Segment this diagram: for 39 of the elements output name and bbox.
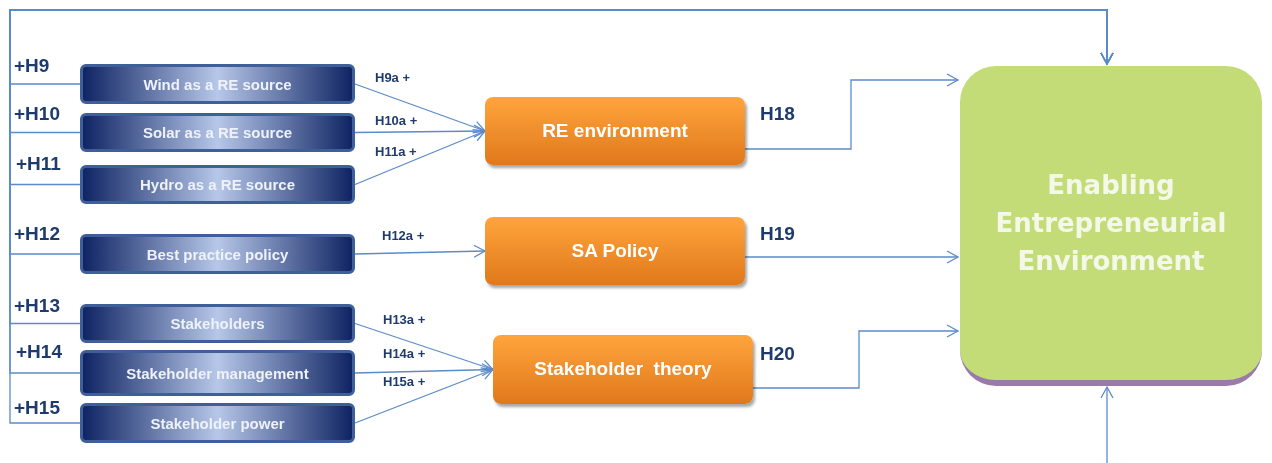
construct-box: RE environment — [485, 97, 745, 165]
factor-box: Best practice policy — [80, 234, 355, 274]
factor-box: Solar as a RE source — [80, 113, 355, 152]
arrow — [354, 322, 494, 373]
edge-label: +H12 — [14, 222, 60, 246]
factor-box: Hydro as a RE source — [80, 165, 355, 204]
edge-label: +H11 — [16, 152, 61, 176]
construct-box: SA Policy — [485, 217, 745, 285]
edge-label: H18 — [760, 102, 795, 126]
construct-box: Stakeholder theory — [493, 335, 753, 404]
arrow — [1100, 386, 1114, 463]
edge-label: H13a + — [383, 311, 426, 329]
arrow — [354, 367, 494, 424]
edge-label: H11a + — [375, 143, 417, 161]
edge-label: +H9 — [14, 54, 50, 78]
edge-label: H14a + — [383, 345, 426, 363]
arrow — [354, 363, 494, 377]
arrow — [752, 324, 959, 389]
factor-box: Wind as a RE source — [80, 64, 355, 104]
factor-box: Stakeholder management — [80, 350, 355, 396]
outcome-box: Enabling Entrepreneurial Environment — [960, 66, 1262, 386]
arrow — [354, 83, 486, 134]
edge-label: +H10 — [14, 102, 60, 126]
edge-label: H15a + — [383, 373, 426, 391]
edge-label: H10a + — [375, 112, 418, 130]
edge-label: +H15 — [14, 396, 60, 420]
edge-label: H12a + — [382, 227, 425, 245]
arrow — [354, 244, 486, 258]
edge-label: +H14 — [16, 340, 62, 364]
edge-label: H9a + — [375, 69, 411, 87]
arrow — [744, 250, 959, 264]
edge-label: +H13 — [14, 294, 60, 318]
factor-box: Stakeholder power — [80, 403, 355, 443]
factor-box: Stakeholders — [80, 304, 355, 343]
arrow — [354, 124, 486, 138]
arrow — [354, 129, 486, 186]
arrow — [744, 73, 959, 150]
edge-label: H20 — [760, 342, 795, 366]
edge-label: H19 — [760, 222, 795, 246]
